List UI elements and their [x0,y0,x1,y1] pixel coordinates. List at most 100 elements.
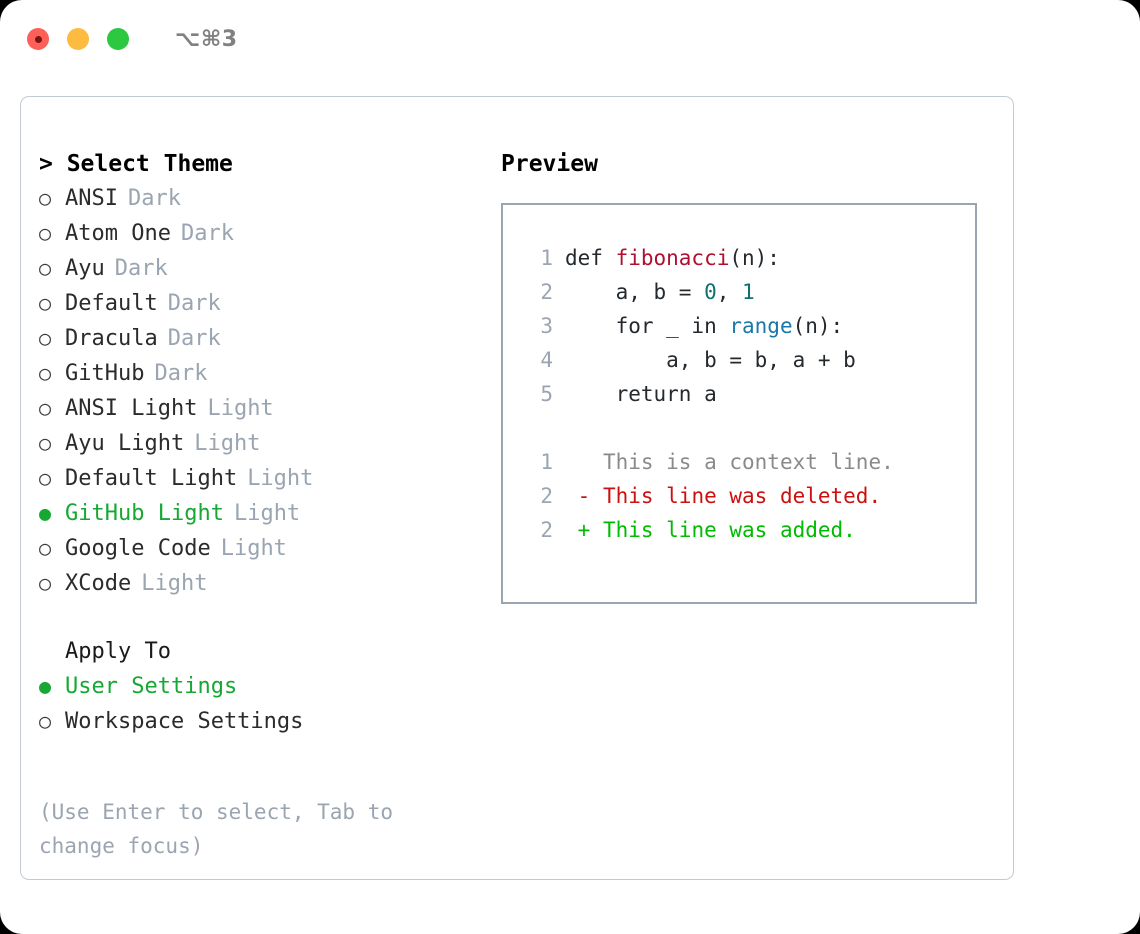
radio-unselected-icon: ○ [39,536,52,560]
code-line-content: def fibonacci(n): [565,241,780,275]
code-line-content: a, b = 0, 1 [565,275,755,309]
minimize-button[interactable] [67,28,89,50]
diff-line-text: This line was deleted. [602,484,882,508]
radio-unselected-icon: ○ [39,256,52,280]
diff-sign [565,450,603,474]
diff-sample: 1 This is a context line. 2 - This line w… [523,445,975,547]
maximize-button[interactable] [107,28,129,50]
code-line-number: 3 [540,314,553,338]
apply-to-option-label: User Settings [65,674,238,699]
theme-option-label: ANSI Light [65,396,198,421]
theme-option-variant: Dark [180,221,234,246]
theme-option-label: Default [65,291,158,316]
theme-option-ayu-light[interactable]: ○ Ayu Light Light [39,426,489,461]
close-button[interactable] [27,28,49,50]
preview-heading: Preview [501,151,598,177]
radio-unselected-icon: ○ [39,396,52,420]
diff-line-content-context: This is a context line. [565,445,894,479]
code-line: 3 for _ in range(n): [523,309,975,343]
theme-option-ansi-light[interactable]: ○ ANSI Light Light [39,391,489,426]
code-line-content: a, b = b, a + b [565,343,856,377]
diff-sign: - [565,484,603,508]
theme-option-ayu[interactable]: ○ Ayu Dark [39,251,489,286]
diff-sign: + [565,518,603,542]
theme-option-github[interactable]: ○ GitHub Dark [39,356,489,391]
code-token-plain: (n): [729,246,780,270]
code-line-content: for _ in range(n): [565,309,844,343]
theme-option-variant: Dark [167,291,221,316]
diff-line-content-added: + This line was added. [565,513,856,547]
radio-unselected-icon: ○ [39,431,52,455]
radio-unselected-icon: ○ [39,361,52,385]
code-token-kw: return a [565,382,717,406]
code-line: 5 return a [523,377,975,411]
code-token-num: 1 [742,280,755,304]
apply-to-heading: Apply To [65,639,171,664]
theme-option-variant: Light [233,501,301,526]
diff-line: 2 - This line was deleted. [523,479,975,513]
theme-option-github-light[interactable]: ● GitHub Light Light [39,496,489,531]
code-token-plain: , [716,280,743,304]
code-line-number: 2 [540,280,553,304]
code-line: 2 a, b = 0, 1 [523,275,975,309]
theme-option-label: GitHub Light [65,501,224,526]
theme-option-variant: Light [247,466,314,491]
code-diff-spacer [523,411,975,445]
code-line-number: 4 [540,348,553,372]
select-theme-heading: > Select Theme [39,151,233,177]
apply-to-option-workspace-settings[interactable]: ○Workspace Settings [39,704,489,739]
diff-line-content-deleted: - This line was deleted. [565,479,881,513]
theme-option-label: Atom One [65,221,171,246]
theme-option-variant: Light [141,571,208,596]
apply-to-option-user-settings[interactable]: ● User Settings [39,669,489,704]
theme-option-variant: Light [194,431,261,456]
code-token-kw: def [565,246,616,270]
apply-to-option-label: Workspace Settings [65,709,304,734]
code-line-content: return a [565,377,717,411]
apply-to-option-list: ● User Settings ○Workspace Settings [39,669,489,739]
theme-option-variant: Light [220,536,287,561]
theme-option-label: Dracula [65,326,158,351]
code-token-plain: a, b = b, a + b [565,348,856,372]
radio-unselected-icon: ○ [39,571,52,595]
radio-selected-icon: ● [39,674,52,698]
theme-option-variant: Dark [114,256,168,281]
theme-option-label: ANSI [65,186,118,211]
diff-line-number: 2 [540,518,553,542]
title-bar: ⌥⌘3 [0,0,1140,78]
radio-selected-icon: ● [39,501,52,525]
theme-option-variant: Dark [154,361,208,386]
theme-option-label: Google Code [65,536,211,561]
keyboard-hint-text: (Use Enter to select, Tab to change focu… [39,800,394,858]
code-token-plain: a, b = [565,280,705,304]
theme-option-variant: Dark [167,326,221,351]
traffic-light-group [27,28,129,50]
diff-line-text: This is a context line. [602,450,894,474]
apply-to-heading-row: ○ Apply To [39,635,489,669]
theme-option-variant: Light [207,396,274,421]
code-token-plain: (n): [792,314,844,338]
diff-line-text: This line was added. [602,518,856,542]
theme-option-label: Ayu Light [65,431,185,456]
keyboard-shortcut-label: ⌥⌘3 [175,26,238,52]
code-token-kw: for _ in [565,314,730,338]
theme-option-label: GitHub [65,361,145,386]
apply-to-marker-spacer: ○ [39,635,65,669]
theme-option-label: Ayu [65,256,105,281]
theme-option-google-code[interactable]: ○ Google Code Light [39,531,489,566]
diff-line-number: 1 [540,450,553,474]
radio-unselected-icon: ○ [39,186,52,210]
